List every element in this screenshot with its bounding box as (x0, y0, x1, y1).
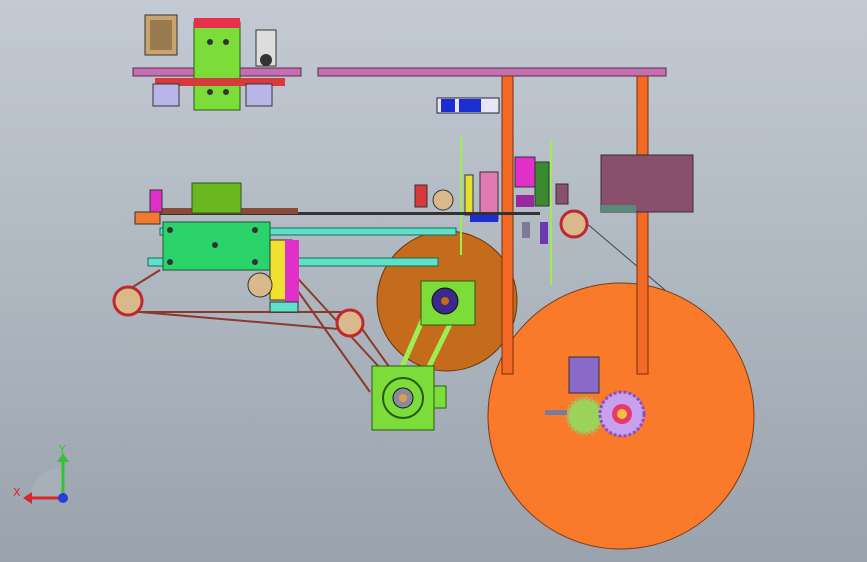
triad-x-arrowhead (23, 492, 32, 504)
spur-gear-left (565, 396, 605, 436)
idler-rollers[interactable] (112, 209, 589, 338)
green-motor[interactable] (371, 365, 447, 431)
idler-roller-middle (335, 308, 365, 338)
triad-origin (58, 493, 68, 503)
top-beam-right[interactable] (317, 67, 667, 77)
middle-guide-assembly[interactable] (414, 135, 569, 285)
frame-post-left[interactable] (501, 75, 514, 375)
upper-rail[interactable] (159, 227, 457, 236)
pneumatic-cylinder[interactable] (436, 97, 500, 114)
drive-hub[interactable] (420, 280, 476, 326)
orientation-triad: Y X (13, 443, 69, 504)
wire-line (584, 221, 666, 291)
gear-pair[interactable] (545, 356, 646, 438)
triad-y-label: Y (58, 443, 66, 456)
triad-x-label: X (13, 486, 21, 499)
idler-roller-right (559, 209, 589, 239)
top-thin-rail (160, 212, 540, 215)
top-left-feeder-assembly[interactable] (144, 14, 285, 111)
control-box-base (601, 205, 636, 212)
idler-roller-left (112, 285, 144, 317)
triad-plane (30, 467, 63, 500)
frame-post-right[interactable] (636, 75, 649, 375)
control-box[interactable] (600, 154, 694, 213)
left-carriage[interactable] (134, 182, 299, 313)
triad-y-arrowhead (57, 453, 69, 462)
